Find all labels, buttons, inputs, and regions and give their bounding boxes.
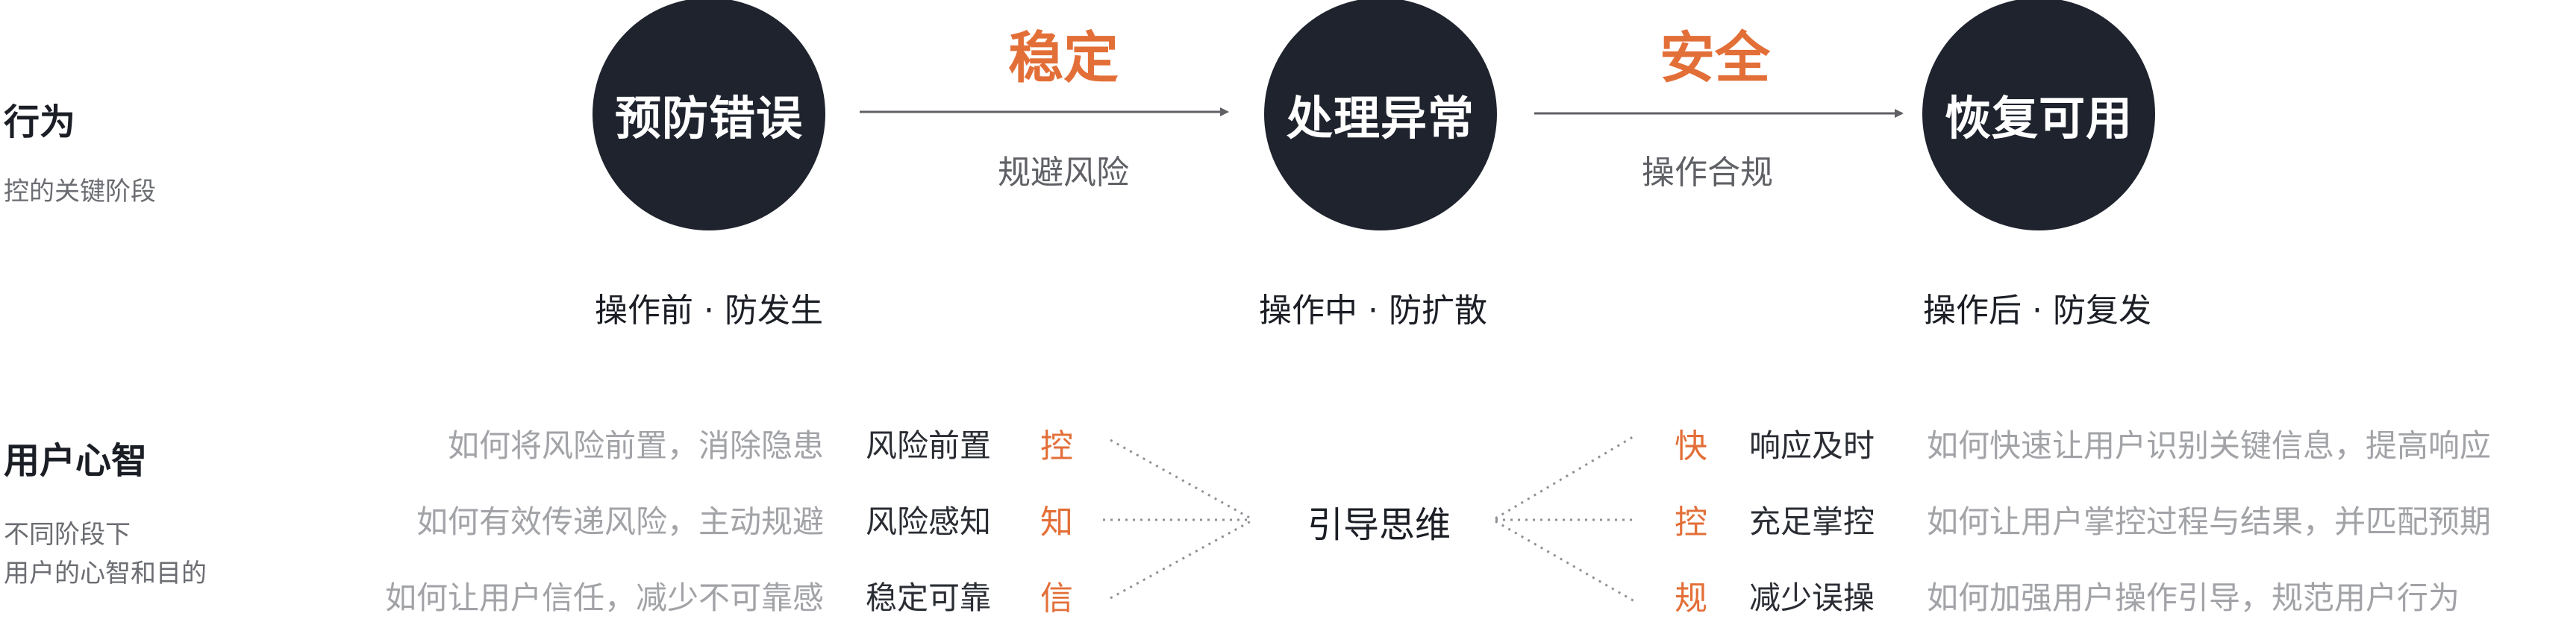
- behavior-subtitle: 控的关键阶段: [4, 177, 156, 207]
- stage-after: 操作后 · 防复发: [1923, 292, 2151, 330]
- right-question: 如何快速让用户识别关键信息，提高响应: [1927, 427, 2492, 464]
- left-item-name: 稳定可靠: [866, 580, 992, 616]
- left-key: 控: [1040, 427, 1073, 465]
- stage-during: 操作中 · 防扩散: [1259, 292, 1487, 330]
- mind-subtitle-line2: 用户的心智和目的: [4, 559, 207, 588]
- node-recover-usable: 恢复可用: [1922, 0, 2155, 230]
- link-label-compliant: 操作合规: [1642, 154, 1773, 192]
- mind-title: 用户心智: [4, 440, 148, 482]
- left-converging-lines: [1103, 439, 1251, 600]
- link-title-safe: 安全: [1660, 26, 1770, 90]
- right-item-name: 减少误操: [1749, 580, 1875, 616]
- link-title-stable: 稳定: [1008, 26, 1119, 90]
- left-key: 知: [1040, 503, 1073, 541]
- left-item-name: 风险感知: [866, 503, 992, 540]
- node-prevent-error: 预防错误: [593, 0, 825, 230]
- node-handle-exception: 处理异常: [1264, 0, 1497, 230]
- left-question: 如何将风险前置，消除隐患: [447, 427, 824, 464]
- right-diverging-lines: [1495, 436, 1636, 603]
- link-label-avoid-risk: 规避风险: [998, 154, 1129, 192]
- behavior-title: 行为: [4, 101, 76, 143]
- right-key: 快: [1675, 427, 1707, 465]
- right-question: 如何让用户掌控过程与结果，并匹配预期: [1927, 503, 2492, 540]
- right-question: 如何加强用户操作引导，规范用户行为: [1927, 580, 2460, 616]
- right-key: 控: [1675, 503, 1707, 541]
- stage-before: 操作前 · 防发生: [595, 292, 823, 330]
- right-item-name: 充足掌控: [1749, 503, 1875, 540]
- right-key: 规: [1675, 580, 1707, 618]
- mind-subtitle-line1: 不同阶段下: [4, 520, 131, 550]
- left-question: 如何有效传递风险，主动规避: [416, 503, 824, 540]
- guide-thinking-label: 引导思维: [1307, 504, 1451, 546]
- left-key: 信: [1040, 580, 1073, 618]
- left-item-name: 风险前置: [866, 427, 992, 464]
- left-question: 如何让用户信任，减少不可靠感: [384, 580, 824, 616]
- right-item-name: 响应及时: [1749, 427, 1875, 464]
